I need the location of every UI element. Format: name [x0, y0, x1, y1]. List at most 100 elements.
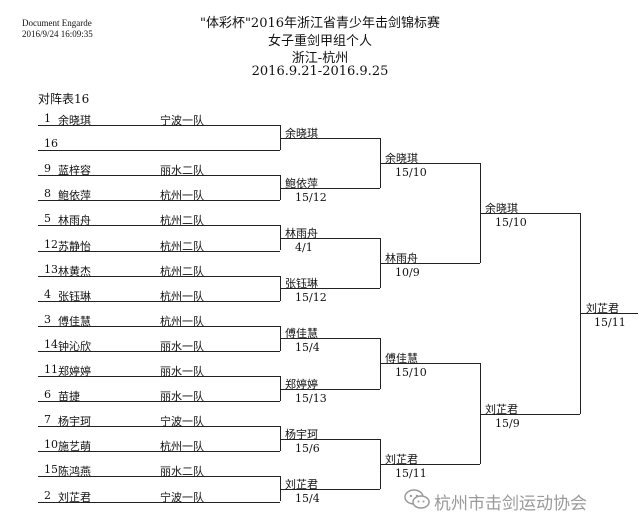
entry-line	[38, 350, 280, 352]
round8-line	[280, 187, 380, 189]
entry-team: 丽水二队	[160, 164, 204, 178]
round8-score: 15/13	[295, 391, 327, 405]
round4-winner: 林雨舟	[385, 252, 418, 266]
round4-score: 15/10	[395, 165, 427, 179]
entry-name: 钟沁欣	[58, 339, 91, 353]
round8-winner: 郑婷婷	[285, 377, 318, 391]
entry-line	[38, 325, 280, 327]
round8-line	[280, 288, 380, 290]
entry-team: 丽水一队	[160, 390, 204, 404]
entry-name: 林黄杰	[58, 264, 91, 278]
semi-connector	[480, 162, 481, 264]
round4-winner: 刘芷君	[385, 452, 418, 466]
semi-winner: 刘芷君	[485, 402, 518, 416]
entry-name: 苏静怡	[58, 239, 91, 253]
entry-name: 林雨舟	[58, 214, 91, 228]
round4-score: 10/9	[395, 266, 420, 280]
final-line	[580, 313, 638, 315]
entry-name: 鲍依萍	[58, 189, 91, 203]
entry-name: 杨宇珂	[58, 415, 91, 429]
entry-seed: 16	[44, 137, 58, 151]
entry-team: 杭州二队	[160, 239, 204, 253]
round8-line	[280, 488, 380, 490]
entry-line	[38, 426, 280, 428]
round8-score: 15/4	[295, 491, 320, 505]
event-name: 女子重剑甲组个人	[267, 34, 372, 49]
entry-name: 余晓琪	[58, 114, 91, 127]
tournament-title: "体彩杯"2016年浙江省青少年击剑锦标赛	[199, 16, 441, 31]
round8-winner: 张钰琳	[285, 277, 318, 291]
round8-winner: 林雨舟	[285, 226, 318, 240]
round4-score: 15/11	[395, 466, 427, 480]
entry-team: 宁波一队	[160, 114, 204, 127]
entry-line	[38, 401, 280, 403]
round8-winner: 鲍依萍	[285, 176, 318, 190]
round8-winner: 刘芷君	[285, 477, 318, 491]
round4-winner: 余晓琪	[385, 151, 418, 165]
entry-name: 蓝梓容	[58, 164, 91, 178]
entry-team: 杭州一队	[160, 440, 204, 454]
entry-name: 张钰琳	[58, 289, 91, 303]
timestamp: 2016/9/24 16:09:35	[22, 29, 93, 39]
semi-score: 15/9	[495, 416, 520, 430]
round8-score: 15/12	[295, 291, 327, 305]
watermark-text: 杭州市击剑运动协会	[434, 494, 587, 514]
round8-line	[280, 338, 380, 340]
entry-line	[38, 225, 280, 227]
entry-seed: 1	[44, 112, 51, 125]
wechat-icon	[404, 489, 430, 509]
entry-team: 杭州二队	[160, 214, 204, 228]
entry-seed: 10	[44, 438, 58, 452]
round8-connector	[280, 426, 281, 452]
entry-seed: 14	[44, 337, 58, 351]
round8-connector	[280, 175, 281, 201]
round4-score: 15/10	[395, 366, 427, 380]
entry-line	[38, 250, 280, 252]
entry-name: 郑婷婷	[58, 365, 91, 378]
entry-name: 苗捷	[58, 390, 80, 404]
entry-line	[38, 476, 280, 478]
semi-line	[480, 413, 580, 415]
event-dates: 2016.9.21-2016.9.25	[251, 64, 389, 79]
entry-team: 宁波一队	[160, 415, 204, 429]
entry-team: 丽水一队	[160, 365, 204, 378]
entry-seed: 4	[44, 287, 51, 301]
round4-connector	[380, 237, 381, 289]
round8-line	[280, 388, 380, 390]
round8-line	[280, 438, 380, 440]
round4-winner: 傅佳慧	[385, 352, 418, 366]
entry-line	[38, 175, 280, 177]
entry-line	[38, 150, 280, 152]
round8-score: 15/4	[295, 341, 320, 355]
entry-name: 刘芷君	[58, 490, 91, 504]
entry-seed: 15	[44, 463, 58, 477]
entry-seed: 13	[44, 262, 58, 276]
entry-line	[38, 451, 280, 453]
final-score: 15/11	[594, 316, 626, 330]
entry-line	[38, 501, 280, 503]
entry-team: 丽水一队	[160, 339, 204, 353]
entry-line	[38, 300, 280, 302]
round8-line	[280, 237, 380, 239]
entry-line	[38, 125, 280, 126]
round4-line	[380, 363, 480, 365]
entry-seed: 8	[44, 187, 51, 201]
semi-line	[480, 212, 580, 214]
entry-team: 丽水二队	[160, 465, 204, 479]
entry-name: 傅佳慧	[58, 314, 91, 328]
final-connector	[580, 212, 581, 414]
entry-seed: 12	[44, 237, 58, 251]
round8-winner: 杨宇珂	[285, 427, 318, 441]
round4-line	[380, 263, 480, 265]
entry-line	[38, 200, 280, 202]
entry-line	[38, 275, 280, 277]
semi-score: 15/10	[495, 215, 527, 229]
entry-seed: 9	[44, 162, 51, 176]
entry-name: 施艺萌	[58, 440, 91, 454]
entry-seed: 7	[44, 413, 51, 427]
entry-team: 杭州一队	[160, 314, 204, 328]
entry-line	[38, 376, 280, 377]
round8-line	[280, 137, 380, 139]
entry-seed: 3	[44, 312, 51, 326]
round8-winner: 余晓琪	[285, 126, 318, 140]
